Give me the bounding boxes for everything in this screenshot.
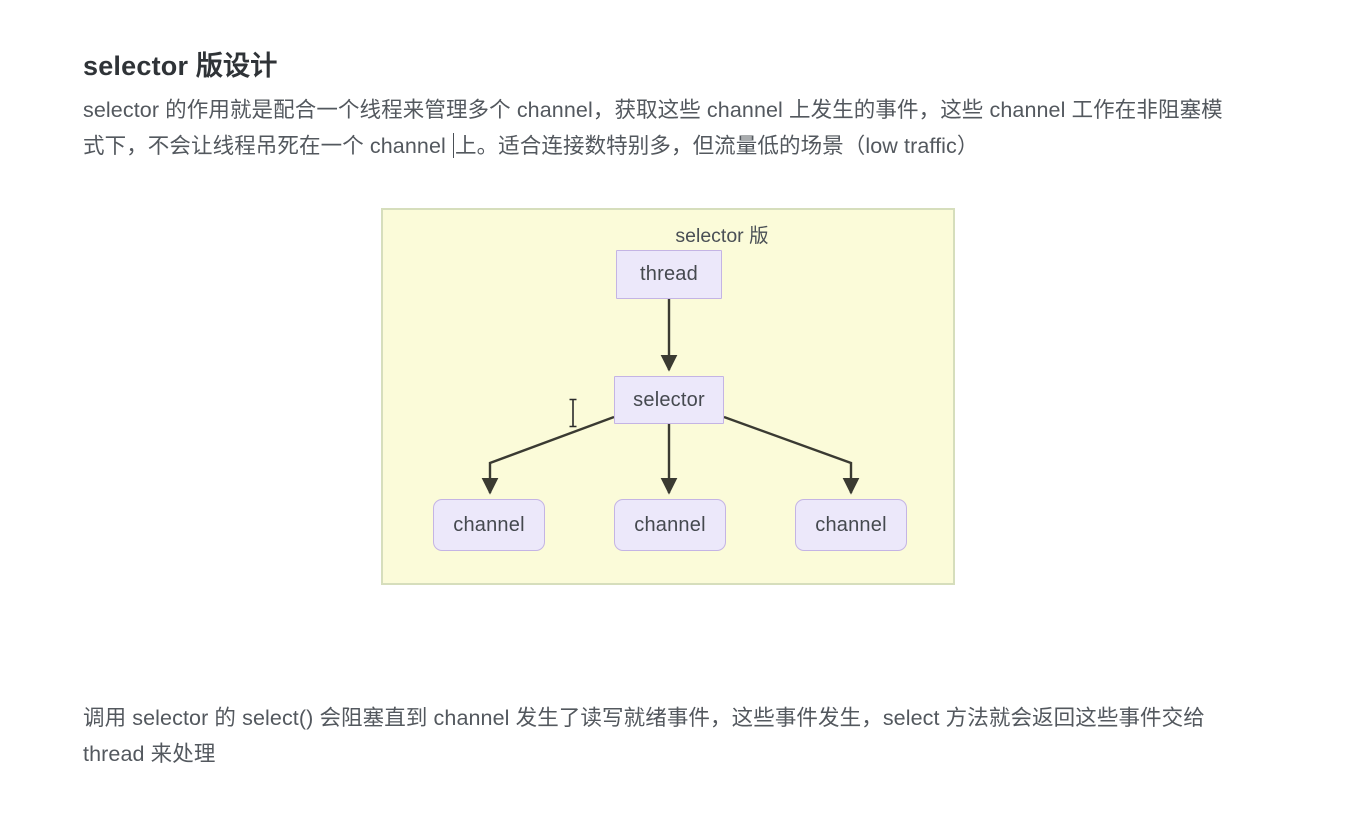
diagram-node-channel-2-label: channel — [815, 513, 887, 536]
paragraph-intro: selector 的作用就是配合一个线程来管理多个 channel，获取这些 c… — [83, 92, 1243, 164]
left-gutter — [0, 0, 10, 834]
diagram-title: selector 版 — [383, 219, 957, 248]
diagram-node-channel-1: channel — [614, 499, 726, 551]
diagram-node-channel-0: channel — [433, 499, 545, 551]
page-title: selector 版设计 — [83, 51, 278, 82]
diagram-node-channel-1-label: channel — [634, 513, 706, 536]
edge-selector-to-channel-2 — [723, 415, 860, 495]
diagram-node-selector: selector — [614, 376, 724, 424]
diagram-edges — [481, 299, 860, 495]
diagram-node-selector-label: selector — [633, 388, 705, 411]
diagram-node-thread: thread — [616, 250, 722, 299]
paragraph-intro-text-before-caret: selector 的作用就是配合一个线程来管理多个 channel，获取这些 c… — [83, 98, 1223, 158]
edge-selector-to-channel-0 — [481, 415, 615, 495]
diagram-node-channel-0-label: channel — [453, 513, 525, 536]
diagram-node-thread-label: thread — [640, 263, 698, 285]
diagram-title-label: selector 版 — [675, 225, 769, 247]
paragraph-outro: 调用 selector 的 select() 会阻塞直到 channel 发生了… — [83, 706, 1205, 766]
selector-architecture-diagram: selector 版 thread selector channel — [381, 208, 955, 585]
text-caret — [452, 133, 454, 158]
paragraph-intro-text-after-caret: 上。适合连接数特别多，但流量低的场景（low traffic） — [454, 134, 979, 158]
diagram-node-channel-2: channel — [795, 499, 907, 551]
